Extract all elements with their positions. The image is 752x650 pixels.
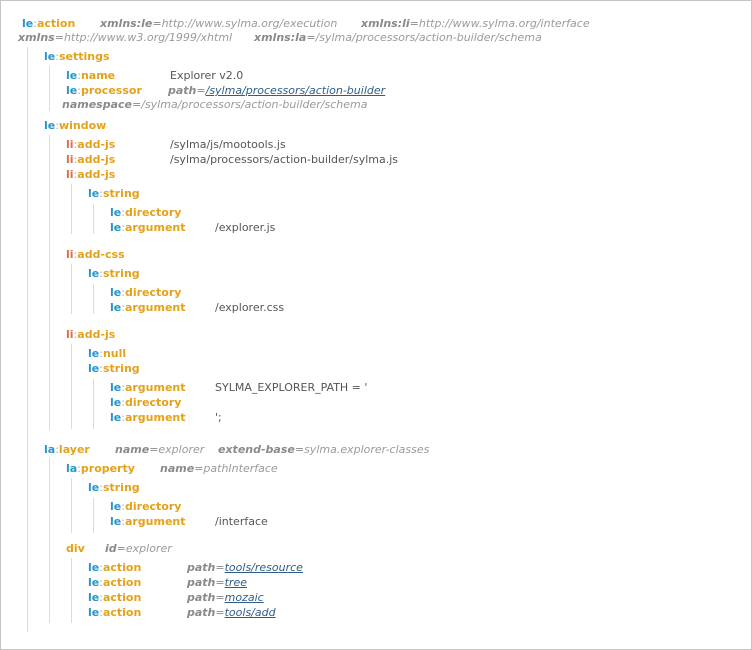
tag-name: action <box>36 17 76 30</box>
path-link[interactable]: tools/add <box>224 606 276 619</box>
indent-guide <box>93 379 94 429</box>
indent-guide <box>27 47 28 632</box>
indent-guide <box>93 284 94 314</box>
path-link[interactable]: mozaic <box>224 591 264 604</box>
node-text: Explorer v2.0 <box>170 69 244 82</box>
indent-guide <box>71 478 72 533</box>
attr-value: /sylma/processors/action-builder/schema <box>315 31 542 44</box>
node-text: /explorer.js <box>215 221 276 234</box>
node-text: /explorer.css <box>215 301 285 314</box>
indent-guide <box>71 344 72 429</box>
indent-guide <box>49 458 50 623</box>
indent-guide <box>93 204 94 234</box>
attr-name: xmlns:la <box>254 31 307 44</box>
indent-guide <box>71 264 72 314</box>
path-link[interactable]: tree <box>224 576 247 589</box>
node-text: '; <box>215 411 222 424</box>
indent-guide <box>71 558 72 623</box>
indent-guide <box>93 498 94 533</box>
indent-guide <box>49 66 50 111</box>
attr-name: xmlns <box>18 31 55 44</box>
indent-guide <box>71 184 72 234</box>
path-link[interactable]: tools/resource <box>224 561 303 574</box>
node-text: /interface <box>215 515 268 528</box>
attr-name: xmlns:le <box>100 17 153 30</box>
node-text: /sylma/js/mootools.js <box>170 138 286 151</box>
attr-value: http://www.sylma.org/interface <box>418 17 590 30</box>
attr-name: xmlns:li <box>361 17 410 30</box>
namespace-prefix: le <box>22 17 34 30</box>
attr-value: http://www.sylma.org/execution <box>161 17 338 30</box>
indent-guide <box>49 135 50 430</box>
node-text: SYLMA_EXPLORER_PATH = ' <box>215 381 368 394</box>
node-text: /sylma/processors/action-builder/sylma.j… <box>170 153 399 166</box>
attr-value: http://www.w3.org/1999/xhtml <box>63 31 233 44</box>
path-link[interactable]: /sylma/processors/action-builder <box>205 84 386 97</box>
